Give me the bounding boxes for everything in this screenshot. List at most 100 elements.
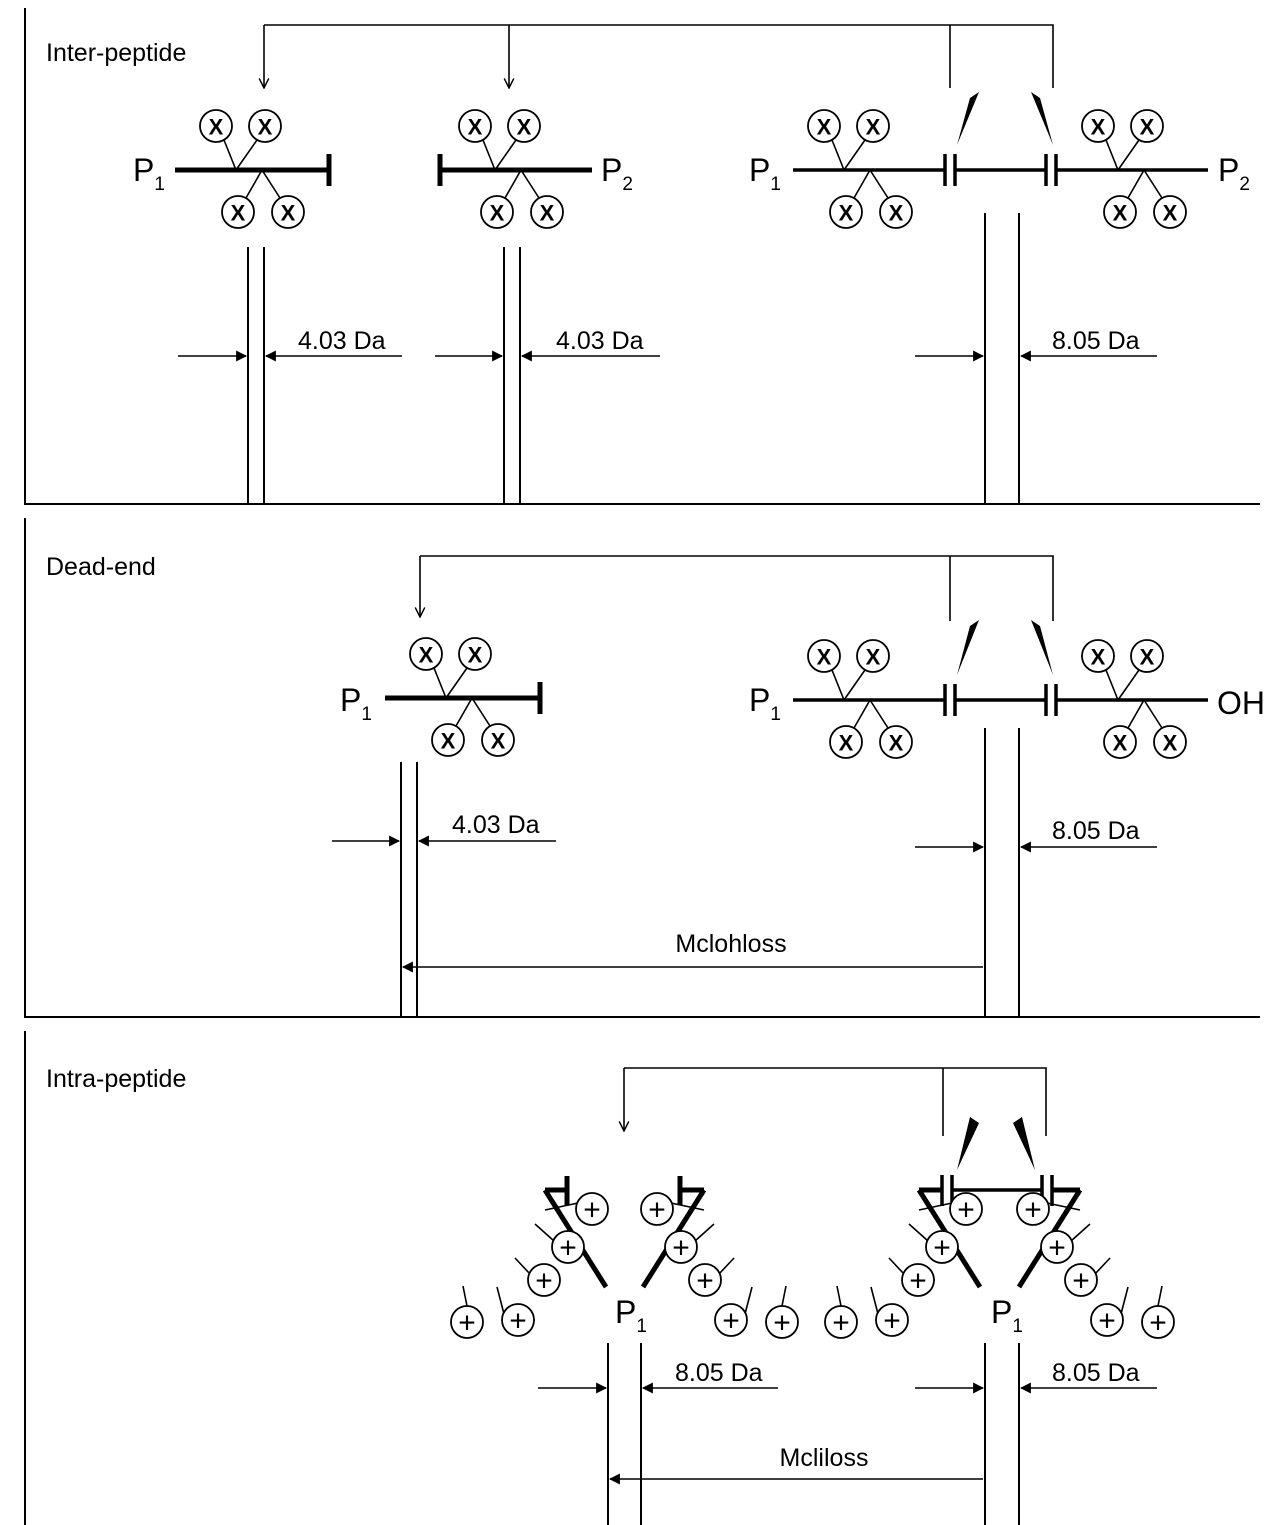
svg-text:X: X	[1091, 645, 1106, 670]
svg-text:+: +	[1098, 1305, 1116, 1338]
svg-text:+: +	[1149, 1307, 1167, 1340]
svg-text:X: X	[1113, 201, 1128, 226]
svg-text:X: X	[889, 731, 904, 756]
label-x-icon: X	[507, 109, 541, 143]
label-plus-icon: +	[450, 1305, 484, 1340]
label-x-icon: X	[458, 109, 492, 143]
mass-shift-1: 4.03 Da	[332, 762, 556, 1017]
label-plus-icon: +	[664, 1230, 698, 1265]
peptide-label: P2	[1218, 152, 1250, 195]
svg-text:8.05 Da: 8.05 Da	[1052, 817, 1140, 845]
isotope-label-cluster: X X X X	[1081, 109, 1187, 229]
mass-shift-2: 8.05 Da	[915, 728, 1157, 1017]
svg-text:X: X	[839, 731, 854, 756]
svg-text:X: X	[490, 201, 505, 226]
label-plus-icon: +	[1141, 1305, 1175, 1340]
label-x-icon: X	[1103, 195, 1137, 229]
svg-text:8.05 Da: 8.05 Da	[1052, 1359, 1140, 1387]
cleavage-arrowhead	[957, 620, 979, 675]
label-plus-icon: +	[949, 1192, 983, 1227]
label-x-icon: X	[481, 723, 515, 757]
label-plus-icon: +	[901, 1263, 935, 1298]
cleavage-arrowhead	[1013, 1117, 1035, 1170]
isotope-label-cluster: +++++	[450, 1192, 609, 1340]
svg-text:X: X	[1113, 731, 1128, 756]
svg-text:+: +	[696, 1265, 714, 1298]
label-x-icon: X	[409, 637, 443, 671]
svg-text:X: X	[866, 115, 881, 140]
svg-text:+: +	[648, 1194, 666, 1227]
section-title: Dead-end	[46, 553, 156, 581]
svg-text:X: X	[281, 201, 296, 226]
svg-text:X: X	[1163, 201, 1178, 226]
loss-arrow: Mclohloss	[401, 930, 983, 973]
peptide-label: P2	[601, 152, 633, 195]
svg-text:+: +	[1048, 1232, 1066, 1265]
section-title: Intra-peptide	[46, 1065, 186, 1093]
label-plus-icon: +	[1090, 1303, 1124, 1338]
label-plus-icon: +	[1016, 1192, 1050, 1227]
label-x-icon: X	[1153, 725, 1187, 759]
svg-text:8.05 Da: 8.05 Da	[675, 1359, 763, 1387]
label-x-icon: X	[199, 109, 233, 143]
label-plus-icon: +	[875, 1303, 909, 1338]
svg-text:+: +	[458, 1307, 476, 1340]
label-plus-icon: +	[925, 1230, 959, 1265]
cleavage-arrowhead	[1031, 92, 1053, 145]
peptide-label: P1	[991, 1294, 1023, 1337]
svg-text:X: X	[258, 115, 273, 140]
label-x-icon: X	[458, 637, 492, 671]
isotope-label-cluster: X X X X	[807, 639, 913, 759]
label-x-icon: X	[1081, 639, 1115, 673]
label-x-icon: X	[480, 195, 514, 229]
label-x-icon: X	[530, 195, 564, 229]
svg-text:+: +	[583, 1194, 601, 1227]
label-x-icon: X	[829, 195, 863, 229]
peptide-label: P1	[133, 152, 165, 195]
svg-text:4.03 Da: 4.03 Da	[298, 327, 386, 355]
svg-text:+: +	[957, 1194, 975, 1227]
label-plus-icon: +	[1040, 1230, 1074, 1265]
svg-text:Mclohloss: Mclohloss	[675, 930, 786, 958]
label-plus-icon: +	[640, 1192, 674, 1227]
svg-text:X: X	[491, 729, 506, 754]
label-x-icon: X	[879, 195, 913, 229]
svg-text:Mcliloss: Mcliloss	[780, 1444, 869, 1472]
label-x-icon: X	[829, 725, 863, 759]
mass-shift-2: 8.05 Da	[915, 1343, 1157, 1525]
label-x-icon: X	[807, 109, 841, 143]
cleavage-arrowhead	[1031, 620, 1053, 675]
svg-text:8.05 Da: 8.05 Da	[1052, 327, 1140, 355]
svg-text:X: X	[468, 643, 483, 668]
mass-shift-1: 4.03 Da	[178, 247, 402, 504]
svg-text:X: X	[1163, 731, 1178, 756]
svg-text:X: X	[540, 201, 555, 226]
label-x-icon: X	[1153, 195, 1187, 229]
svg-text:X: X	[817, 115, 832, 140]
svg-text:X: X	[1091, 115, 1106, 140]
label-x-icon: X	[271, 195, 305, 229]
svg-text:X: X	[1140, 115, 1155, 140]
svg-text:+: +	[672, 1232, 690, 1265]
svg-text:X: X	[817, 645, 832, 670]
svg-text:+: +	[883, 1305, 901, 1338]
label-plus-icon: +	[575, 1192, 609, 1227]
label-x-icon: X	[1130, 109, 1164, 143]
cleavage-arrowhead	[957, 92, 979, 145]
fragment-p1-loop-open: P1 +++++ +++++	[450, 1176, 799, 1340]
cleavage-arrowhead	[957, 1117, 979, 1170]
svg-text:X: X	[866, 645, 881, 670]
label-x-icon: X	[248, 109, 282, 143]
label-plus-icon: +	[501, 1303, 535, 1338]
label-x-icon: X	[1081, 109, 1115, 143]
svg-text:+: +	[722, 1305, 740, 1338]
